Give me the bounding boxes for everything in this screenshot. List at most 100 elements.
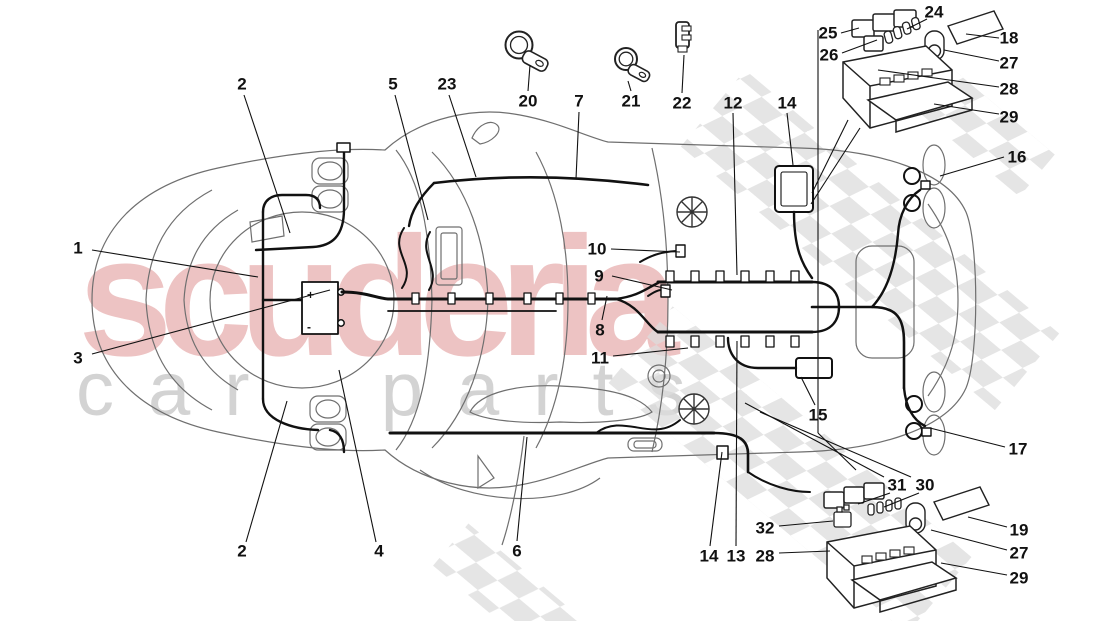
leader-line bbox=[930, 529, 1008, 551]
leader-line bbox=[933, 103, 1000, 115]
callout-24: 24 bbox=[924, 2, 944, 22]
fusebox-28-top-icon bbox=[842, 45, 974, 133]
engine-cover-detail bbox=[469, 385, 653, 424]
headlight-pod-bottom-icon bbox=[309, 395, 347, 423]
car-body-outline bbox=[91, 111, 977, 546]
leader-line bbox=[841, 39, 878, 54]
callout-4: 4 bbox=[374, 541, 384, 561]
battery-icon: + - bbox=[301, 281, 345, 335]
leader-line bbox=[91, 289, 331, 355]
callout-29: 29 bbox=[999, 107, 1019, 127]
callout-13: 13 bbox=[726, 546, 746, 566]
leader-line bbox=[857, 492, 891, 505]
callout-12: 12 bbox=[723, 93, 743, 113]
svg-text:-: - bbox=[307, 320, 311, 334]
callout-16: 16 bbox=[1007, 147, 1027, 167]
leader-line bbox=[243, 94, 291, 234]
clip-icons bbox=[504, 21, 692, 83]
plate-19-icon bbox=[933, 486, 990, 521]
leader-line bbox=[338, 369, 377, 543]
leader-line bbox=[939, 156, 1005, 177]
callout-23: 23 bbox=[437, 74, 457, 94]
harness-connectors bbox=[411, 292, 596, 305]
relay-icons-bottom bbox=[823, 482, 885, 509]
wiring-harness: + - bbox=[254, 142, 932, 493]
leader-line bbox=[929, 427, 1006, 448]
callout-2: 2 bbox=[237, 74, 247, 94]
fusebox-28-bottom-icon bbox=[826, 525, 958, 613]
clip-22-icon bbox=[675, 21, 692, 53]
door-handle-icon bbox=[627, 437, 663, 452]
headlight-pod-top-icon bbox=[311, 157, 349, 185]
reference-line bbox=[810, 127, 861, 205]
leader-line bbox=[877, 69, 1000, 88]
callout-18: 18 bbox=[999, 28, 1019, 48]
leader-line bbox=[800, 376, 816, 406]
callout-7: 7 bbox=[574, 91, 584, 111]
fuel-cap-icon bbox=[647, 364, 671, 388]
relay-icons-top bbox=[851, 9, 917, 52]
tail-light-left-icon bbox=[922, 144, 946, 186]
horn-icon bbox=[249, 215, 285, 243]
callout-30: 30 bbox=[915, 475, 935, 495]
callout-25: 25 bbox=[818, 23, 838, 43]
leader-line bbox=[840, 27, 860, 34]
callout-1: 1 bbox=[73, 238, 83, 258]
leader-line bbox=[732, 112, 738, 276]
mirror-bottom-icon bbox=[477, 454, 495, 490]
leader-line bbox=[91, 249, 259, 278]
callout-8: 8 bbox=[595, 320, 605, 340]
ignition-coil-harness bbox=[614, 270, 841, 348]
fuse-32-icon bbox=[833, 504, 852, 528]
leader-line bbox=[786, 112, 794, 166]
grommet-27-bottom-icon bbox=[905, 502, 926, 534]
leader-line bbox=[627, 80, 632, 92]
clip-20-icon bbox=[504, 30, 549, 72]
callout-2: 2 bbox=[237, 541, 247, 561]
callout-28: 28 bbox=[755, 546, 775, 566]
leader-line bbox=[516, 436, 528, 542]
callout-27: 27 bbox=[1009, 543, 1029, 563]
leader-line bbox=[601, 295, 608, 321]
reference-line bbox=[759, 411, 912, 478]
callout-22: 22 bbox=[672, 93, 692, 113]
plate-18-icon bbox=[947, 10, 1004, 45]
leader-line bbox=[709, 451, 723, 547]
leader-line bbox=[778, 550, 831, 554]
leader-line bbox=[940, 562, 1008, 576]
fusebox-assembly-top bbox=[842, 9, 1004, 133]
leader-line bbox=[245, 400, 288, 543]
callout-31: 31 bbox=[887, 475, 907, 495]
mirror-top-icon bbox=[471, 121, 500, 145]
callout-11: 11 bbox=[591, 348, 609, 368]
leader-line bbox=[906, 18, 928, 30]
leader-line bbox=[527, 64, 531, 92]
callout-15: 15 bbox=[808, 405, 828, 425]
callout-6: 6 bbox=[512, 541, 522, 561]
callout-17: 17 bbox=[1008, 439, 1028, 459]
ecu-icon bbox=[774, 165, 814, 280]
dash-harness bbox=[432, 175, 650, 187]
callout-14: 14 bbox=[777, 93, 797, 113]
callout-10: 10 bbox=[587, 239, 607, 259]
tail-light-wiring-top bbox=[903, 167, 931, 212]
callout-3: 3 bbox=[73, 348, 83, 368]
front-relay-plate-icon bbox=[435, 226, 463, 286]
leader-line bbox=[778, 520, 834, 527]
callout-20: 20 bbox=[518, 91, 538, 111]
leader-line bbox=[883, 492, 920, 508]
callout-32: 32 bbox=[755, 518, 775, 538]
callout-19: 19 bbox=[1009, 520, 1029, 540]
leader-line bbox=[943, 49, 1000, 62]
leader-line bbox=[610, 248, 681, 253]
leader-line bbox=[611, 275, 673, 291]
leader-line bbox=[965, 33, 1000, 39]
clip-21-icon bbox=[614, 47, 651, 83]
tail-light-wiring-bottom bbox=[905, 395, 932, 440]
leader-line bbox=[575, 111, 580, 180]
callout-26: 26 bbox=[819, 45, 839, 65]
